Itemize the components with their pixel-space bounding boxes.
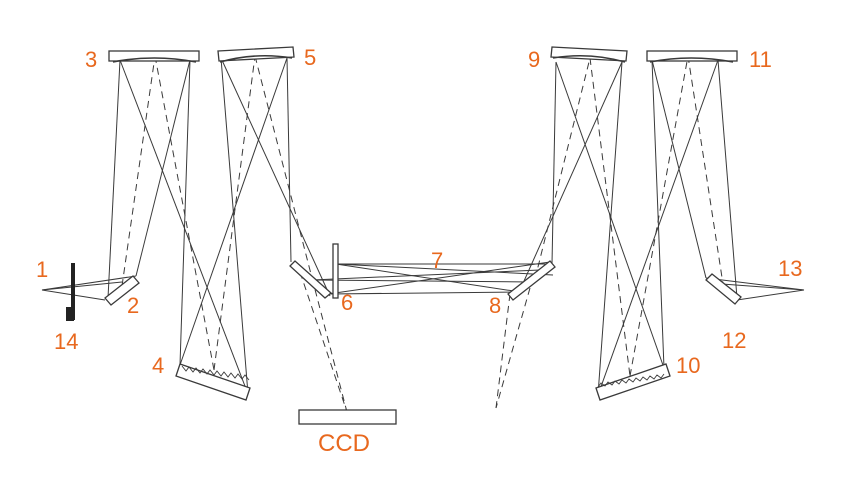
label-2: 2 <box>127 293 139 318</box>
right-ray-paths <box>495 55 805 409</box>
left-ray-paths <box>41 55 348 413</box>
shutter-14 <box>66 263 75 321</box>
mirror-9 <box>550 46 628 63</box>
ccd-detector <box>298 409 397 425</box>
mirror-6 <box>289 243 339 299</box>
label-11: 11 <box>749 47 772 72</box>
label-6: 6 <box>341 290 353 315</box>
label-ccd: CCD <box>318 430 370 457</box>
label-10: 10 <box>676 353 700 378</box>
mirror-12 <box>705 273 742 305</box>
label-14: 14 <box>54 329 78 354</box>
element-labels: 1 2 3 4 5 6 7 8 9 10 11 12 13 14 CCD <box>36 45 802 457</box>
label-13: 13 <box>778 256 802 281</box>
label-12: 12 <box>722 328 746 353</box>
mirror-8 <box>507 260 556 301</box>
label-1: 1 <box>36 257 48 282</box>
mirror-11 <box>646 50 738 63</box>
mirror-2 <box>104 275 140 306</box>
intermediate-focus-rays <box>311 261 554 295</box>
mirror-3 <box>108 50 200 63</box>
grating-4 <box>175 363 251 401</box>
grating-10 <box>595 363 671 401</box>
mirror-5 <box>217 46 295 63</box>
label-5: 5 <box>304 45 316 70</box>
label-3: 3 <box>85 47 97 72</box>
label-4: 4 <box>152 353 164 378</box>
label-7: 7 <box>431 248 443 273</box>
label-8: 8 <box>489 293 501 318</box>
label-9: 9 <box>528 47 540 72</box>
